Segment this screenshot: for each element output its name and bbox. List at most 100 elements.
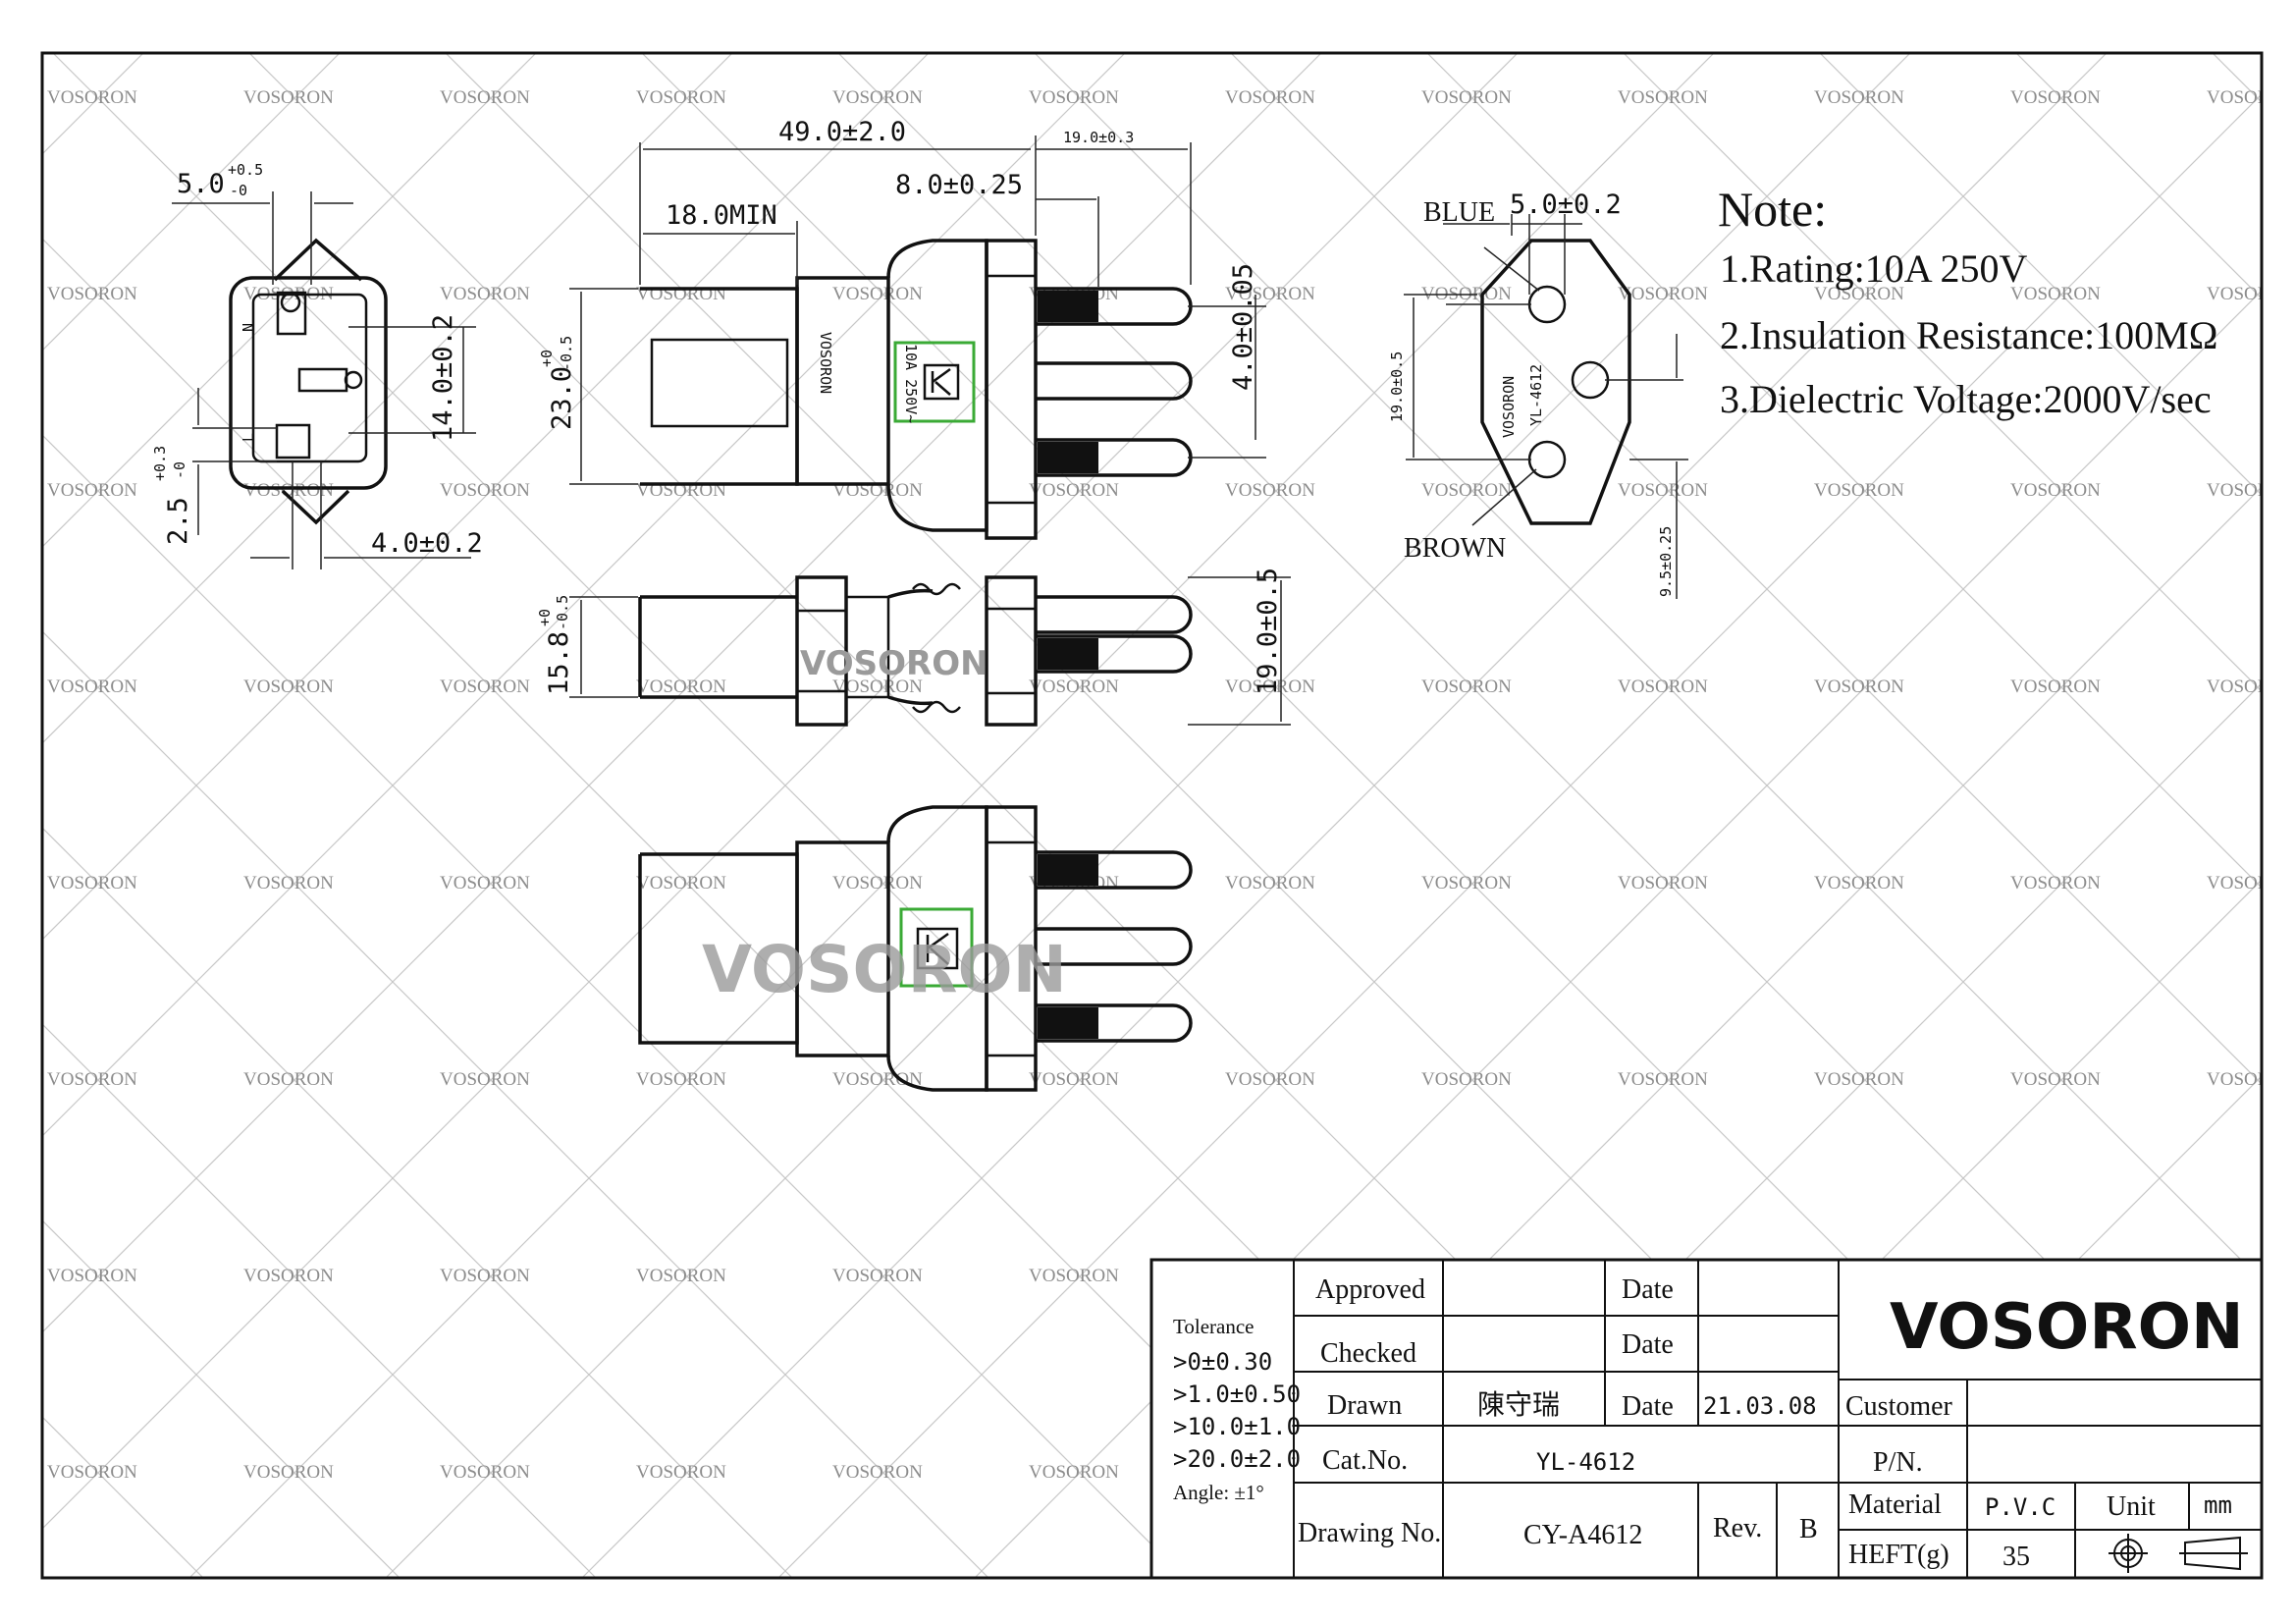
plug-top-view — [640, 239, 1038, 540]
watermark-text: VOSORON — [1225, 873, 1315, 893]
bottom-view-watermark: VOSORON — [702, 932, 1067, 1007]
cat-no-label: Cat.No. — [1322, 1445, 1408, 1476]
watermark-text: VOSORON — [1029, 1462, 1119, 1483]
watermark-text: VOSORON — [47, 677, 137, 697]
cat-no-value: YL-4612 — [1536, 1448, 1635, 1476]
watermark-text: VOSORON — [2010, 677, 2101, 697]
plug-face-view — [229, 238, 388, 525]
top-view-part-label: VOSORON — [817, 332, 834, 394]
tolerance-title: Tolerance — [1173, 1315, 1254, 1338]
dim-bottom-gap: 4.0±0.2 — [371, 528, 483, 559]
side-view-dim-lines — [569, 576, 1291, 726]
watermark-text: VOSORON — [440, 873, 530, 893]
notes-block: Note: 1.Rating:10A 250V 2.Insulation Res… — [1718, 182, 2217, 421]
date-label-drawn: Date — [1622, 1391, 1674, 1422]
material-value: P.V.C — [1985, 1493, 2056, 1521]
dim-offset-tol-plus: +0.3 — [151, 446, 169, 481]
watermark-text: VOSORON — [440, 1069, 530, 1090]
note-item-3: 3.Dielectric Voltage:2000V/sec — [1720, 377, 2212, 421]
watermark-text: VOSORON — [1421, 1069, 1512, 1090]
lattice-line — [42, 53, 537, 548]
weight-value: 35 — [2002, 1542, 2030, 1572]
rev-label: Rev. — [1713, 1513, 1762, 1543]
watermark-text: VOSORON — [47, 480, 137, 501]
drawing-no-label: Drawing No. — [1298, 1518, 1441, 1548]
front-view-model: YL-4612 — [1527, 364, 1545, 426]
date-value: 21.03.08 — [1703, 1392, 1817, 1420]
approved-label: Approved — [1315, 1274, 1425, 1305]
customer-label: Customer — [1845, 1391, 1953, 1422]
watermark-text: VOSORON — [1618, 480, 1708, 501]
note-item-2: 2.Insulation Resistance:100MΩ — [1720, 313, 2217, 357]
lattice-line — [188, 53, 1715, 1578]
watermark-text: VOSORON — [440, 1462, 530, 1483]
lattice-line — [42, 53, 1322, 1333]
watermark-text: VOSORON — [832, 873, 923, 893]
lattice-line — [42, 53, 1126, 1137]
lattice-line — [777, 93, 2262, 1578]
lattice-line — [2015, 53, 2262, 299]
watermark-text: VOSORON — [832, 1266, 923, 1286]
watermark-text: VOSORON — [2010, 87, 2101, 108]
drawn-label: Drawn — [1327, 1390, 1402, 1421]
tolerance-angle: Angle: ±1° — [1173, 1481, 1264, 1504]
rev-value: B — [1799, 1514, 1818, 1544]
watermark-text: VOSORON — [440, 480, 530, 501]
watermark-text: VOSORON — [2010, 1069, 2101, 1090]
watermark-text: VOSORON — [1618, 284, 1708, 304]
lattice-line — [0, 0, 98, 1624]
lattice-line — [42, 53, 144, 155]
dim-offset-tol-minus: -0 — [171, 461, 188, 479]
watermark-text: VOSORON — [2207, 87, 2296, 108]
lattice-line — [1426, 53, 2262, 889]
watermark-text: VOSORON — [440, 1266, 530, 1286]
lattice-line — [42, 630, 989, 1578]
watermark-text: VOSORON — [243, 1266, 334, 1286]
watermark-text: VOSORON — [1814, 284, 1904, 304]
watermark-text: VOSORON — [440, 284, 530, 304]
lattice-line — [42, 53, 1519, 1530]
side-view-watermark: VOSORON — [800, 644, 988, 683]
dim-front-height: 19.0±0.5 — [1388, 352, 1406, 422]
watermark-text: VOSORON — [2207, 1069, 2296, 1090]
top-view-dim-lines — [569, 135, 1266, 485]
dim-offset: 2.5 — [163, 497, 193, 545]
plug-bottom-view — [638, 805, 1193, 1092]
watermark-text: VOSORON — [636, 87, 726, 108]
watermark-text: VOSORON — [1421, 677, 1512, 697]
tolerance-line-4: >20.0±2.0 — [1173, 1445, 1301, 1473]
watermark-text: VOSORON — [2207, 480, 2296, 501]
lattice-line — [42, 53, 733, 744]
company-name: VOSORON — [1890, 1291, 2244, 1364]
l-mark: L — [240, 433, 257, 442]
face-view-dim-lines — [172, 191, 476, 569]
pn-label: P/N. — [1873, 1447, 1923, 1478]
watermark-text: VOSORON — [1029, 677, 1119, 697]
watermark-text: VOSORON — [2207, 677, 2296, 697]
dim-front-hole: 5.0±0.2 — [1510, 189, 1622, 220]
title-block: Tolerance >0±0.30 >1.0±0.50 >10.0±1.0 >2… — [1149, 1258, 2264, 1580]
watermark-text: VOSORON — [1421, 480, 1512, 501]
material-label: Material — [1848, 1489, 1942, 1520]
watermark-text: VOSORON — [243, 87, 334, 108]
watermark-text: VOSORON — [47, 1069, 137, 1090]
lattice-line — [42, 1023, 597, 1578]
lattice-line — [1034, 53, 2262, 1281]
watermark-text: VOSORON — [243, 873, 334, 893]
watermark-text: VOSORON — [47, 1462, 137, 1483]
lattice-line — [42, 1416, 204, 1578]
watermark-text: VOSORON — [243, 677, 334, 697]
drawing-no-value: CY-A4612 — [1523, 1520, 1642, 1550]
dim-side-height-tol-minus: -0.5 — [554, 595, 571, 630]
dim-body-height-tol-minus: -0.5 — [558, 336, 575, 371]
dim-face-height: 14.0±0.2 — [428, 314, 458, 442]
watermark-text: VOSORON — [1421, 873, 1512, 893]
dim-pin-width-tol-minus: -0 — [230, 182, 247, 199]
dim-total-length: 49.0±2.0 — [778, 117, 906, 147]
unit-label: Unit — [2107, 1491, 2156, 1522]
brown-wire-label: BROWN — [1404, 533, 1506, 564]
watermark-text: VOSORON — [832, 284, 923, 304]
dim-pin-length: 19.0±0.3 — [1063, 129, 1134, 146]
watermark-text: VOSORON — [832, 1462, 923, 1483]
watermark-text: VOSORON — [636, 1266, 726, 1286]
